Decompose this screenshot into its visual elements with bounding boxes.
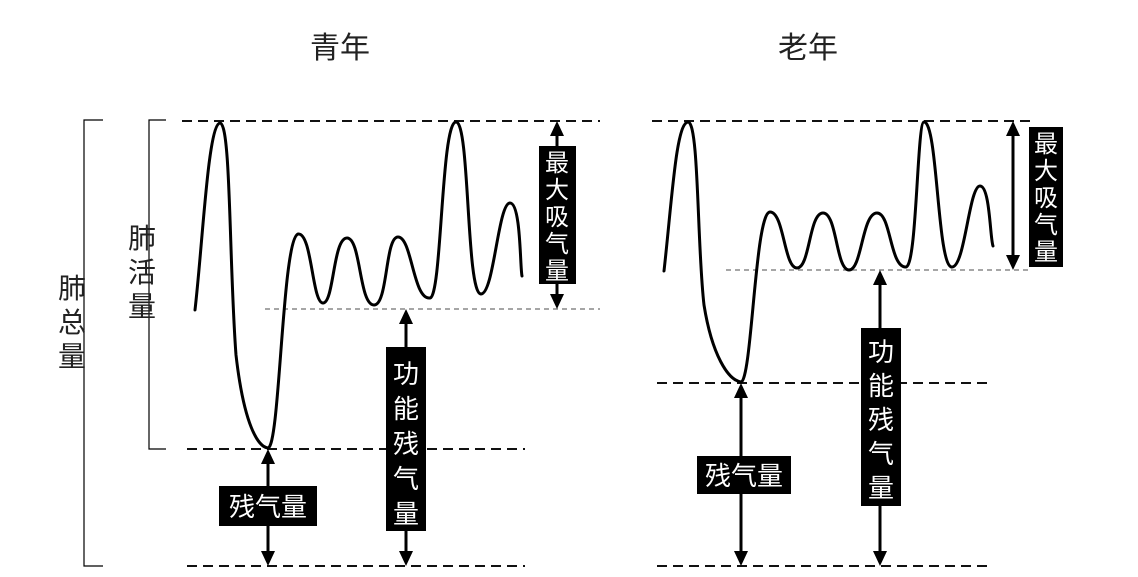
old-functional-residual-label: 功能残气量 bbox=[868, 338, 894, 504]
vital-capacity-label: 肺活量 bbox=[128, 222, 156, 323]
old-panel: 残气量 功能残气量 最大吸气量 bbox=[652, 120, 1063, 567]
panel-title-old: 老年 bbox=[778, 31, 838, 66]
total-lung-capacity-label: 肺总量 bbox=[58, 272, 86, 373]
young-functional-residual-box: 功能残气量 bbox=[386, 347, 426, 531]
panel-title-young: 青年 bbox=[310, 31, 370, 66]
old-residual-volume-label: 残气量 bbox=[705, 462, 783, 492]
old-inspiratory-capacity-box: 最大吸气量 bbox=[1029, 127, 1063, 267]
total-lung-capacity-bracket bbox=[83, 119, 103, 567]
vital-capacity-bracket bbox=[148, 119, 166, 450]
young-breathing-curve bbox=[193, 120, 524, 450]
old-breathing-curve bbox=[662, 120, 995, 384]
young-inspiratory-capacity-box: 最大吸气量 bbox=[539, 146, 576, 285]
old-residual-volume-box: 残气量 bbox=[697, 456, 791, 494]
young-residual-volume-label: 残气量 bbox=[229, 493, 307, 523]
young-residual-volume-box: 残气量 bbox=[219, 486, 317, 526]
old-inspiratory-capacity-arrow bbox=[1006, 121, 1020, 270]
old-functional-residual-box: 功能残气量 bbox=[861, 328, 901, 506]
young-panel: 残气量 功能残气量 最大吸气量 bbox=[182, 120, 600, 567]
young-functional-residual-label: 功能残气量 bbox=[393, 360, 419, 530]
young-inspiratory-capacity-label: 最大吸气量 bbox=[545, 149, 569, 285]
old-inspiratory-capacity-label: 最大吸气量 bbox=[1034, 130, 1058, 266]
